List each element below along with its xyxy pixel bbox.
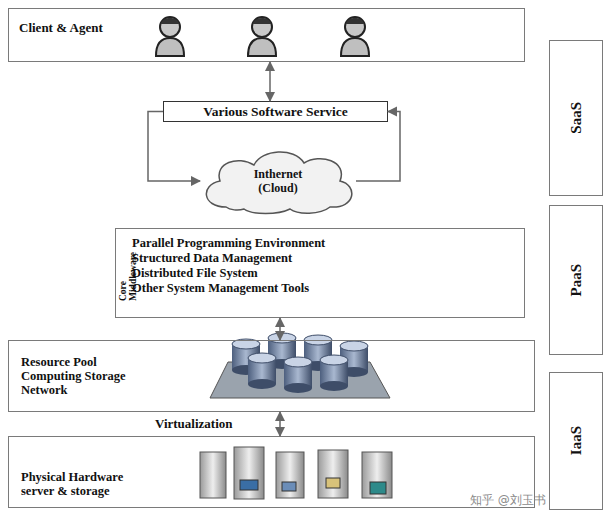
connector-arrow xyxy=(279,318,281,340)
service-layer-band: SaaS xyxy=(549,40,603,196)
node-title: PaaS xyxy=(569,264,583,297)
connector-arrow xyxy=(269,62,271,101)
node-title: Client & Agent xyxy=(19,21,103,35)
node-title: IaaS xyxy=(569,426,583,455)
layer-box: Client & Agent xyxy=(8,8,525,62)
service-box: Various Software Service xyxy=(163,101,388,122)
node-title: SaaS xyxy=(569,102,583,134)
node-line: Distributed File System xyxy=(132,266,258,280)
cloud-shape: Inthernet (Cloud) xyxy=(198,147,358,215)
node-title: Resource Pool Computing Storage Network xyxy=(21,355,149,397)
node-line: Structured Data Management xyxy=(132,251,292,265)
hardware-box: Physical Hardware server & storage xyxy=(8,436,535,508)
service-layer-band: IaaS xyxy=(549,372,603,510)
person-icon xyxy=(341,17,369,56)
server-icon xyxy=(200,447,392,499)
middleware-box: Core MiddlewareParallel Programming Envi… xyxy=(115,228,525,318)
node-title: Various Software Service xyxy=(203,105,348,119)
node-title: Inthernet (Cloud) xyxy=(242,167,314,195)
node-title: Physical Hardware server & storage xyxy=(21,470,146,498)
watermark: 知乎 @刘玉书 xyxy=(470,492,546,509)
cloud-path xyxy=(206,152,351,214)
person-icon xyxy=(156,17,184,56)
storage-pool-icon xyxy=(210,333,390,398)
edge-label: Virtualization xyxy=(155,416,233,432)
connector-arrow xyxy=(279,412,281,436)
resource-pool-box: Resource Pool Computing Storage Network xyxy=(8,340,535,412)
service-layer-band: PaaS xyxy=(549,205,603,355)
node-line: Other System Management Tools xyxy=(132,281,309,295)
person-icon xyxy=(248,17,276,56)
node-line: Parallel Programming Environment xyxy=(132,236,325,250)
